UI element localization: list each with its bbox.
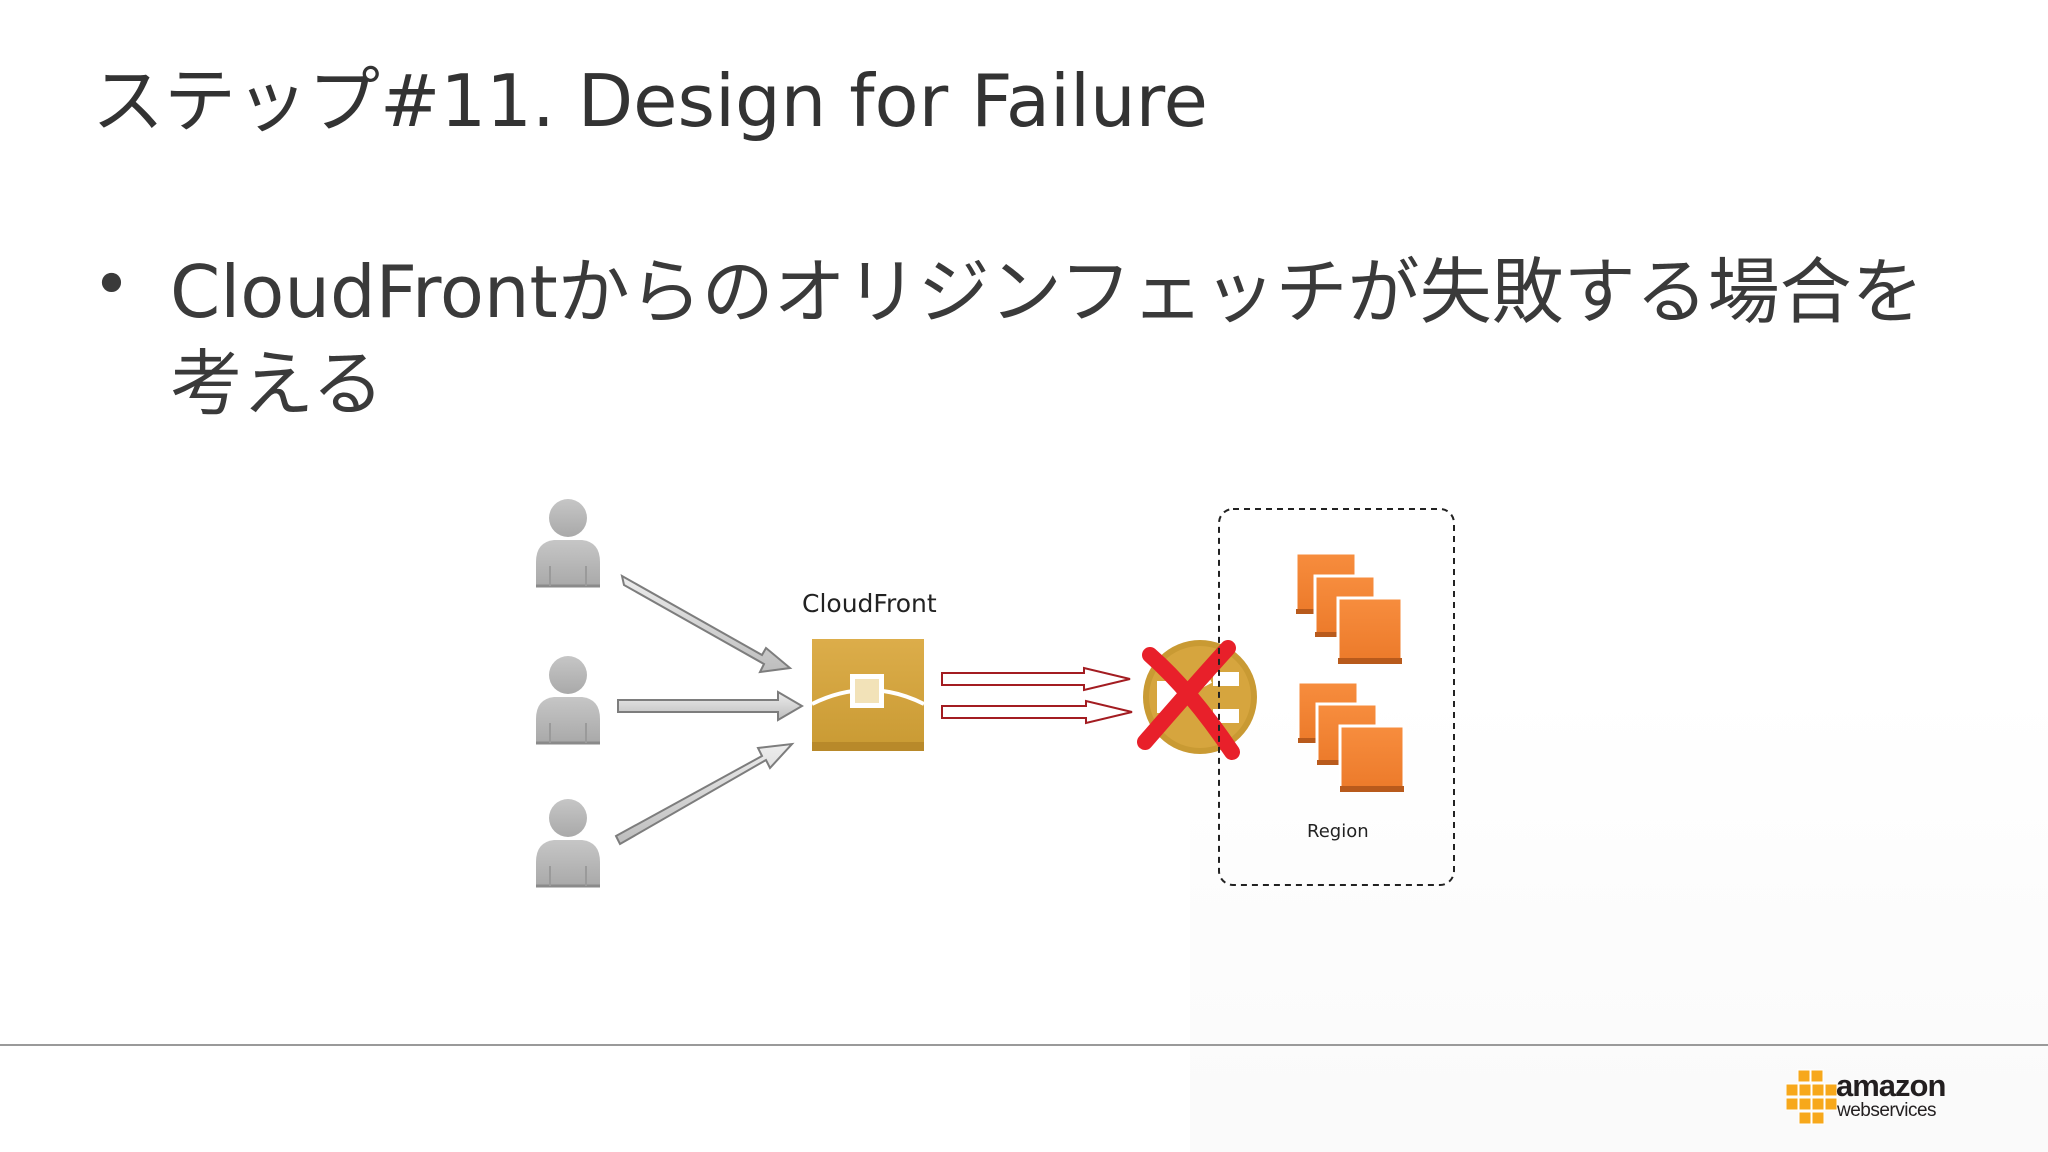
user-icon	[536, 656, 600, 745]
footer-divider	[0, 1044, 2048, 1046]
bullet-text: CloudFrontからのオリジンフェッチが失敗する場合を考える	[170, 250, 1924, 426]
footer-shade	[1190, 690, 2048, 1152]
cloudfront-icon	[811, 639, 925, 751]
aws-logo-amazon-text: amazon	[1836, 1068, 1946, 1103]
user-icon	[536, 499, 600, 588]
bullet-marker: •	[92, 246, 131, 323]
region-boundary	[1218, 508, 1455, 886]
aws-logo: amazon webservices	[1786, 1066, 1956, 1128]
user-request-arrow	[614, 742, 795, 846]
origin-fetch-arrow	[941, 699, 1133, 725]
aws-boxes-icon	[1786, 1069, 1838, 1125]
region-label: Region	[1307, 821, 1369, 842]
user-request-arrow	[620, 574, 793, 674]
failure-x-icon	[1137, 640, 1240, 760]
ec2-instances-icon	[1294, 551, 1404, 664]
user-request-arrow	[617, 690, 804, 722]
ec2-instances-icon	[1296, 680, 1406, 792]
aws-logo-webservices-text: webservices	[1837, 1100, 1937, 1121]
slide-title: ステップ#11. Design for Failure	[92, 59, 1208, 143]
cloudfront-label: CloudFront	[802, 589, 937, 618]
user-icon	[536, 799, 600, 888]
origin-fetch-arrow	[941, 666, 1131, 692]
